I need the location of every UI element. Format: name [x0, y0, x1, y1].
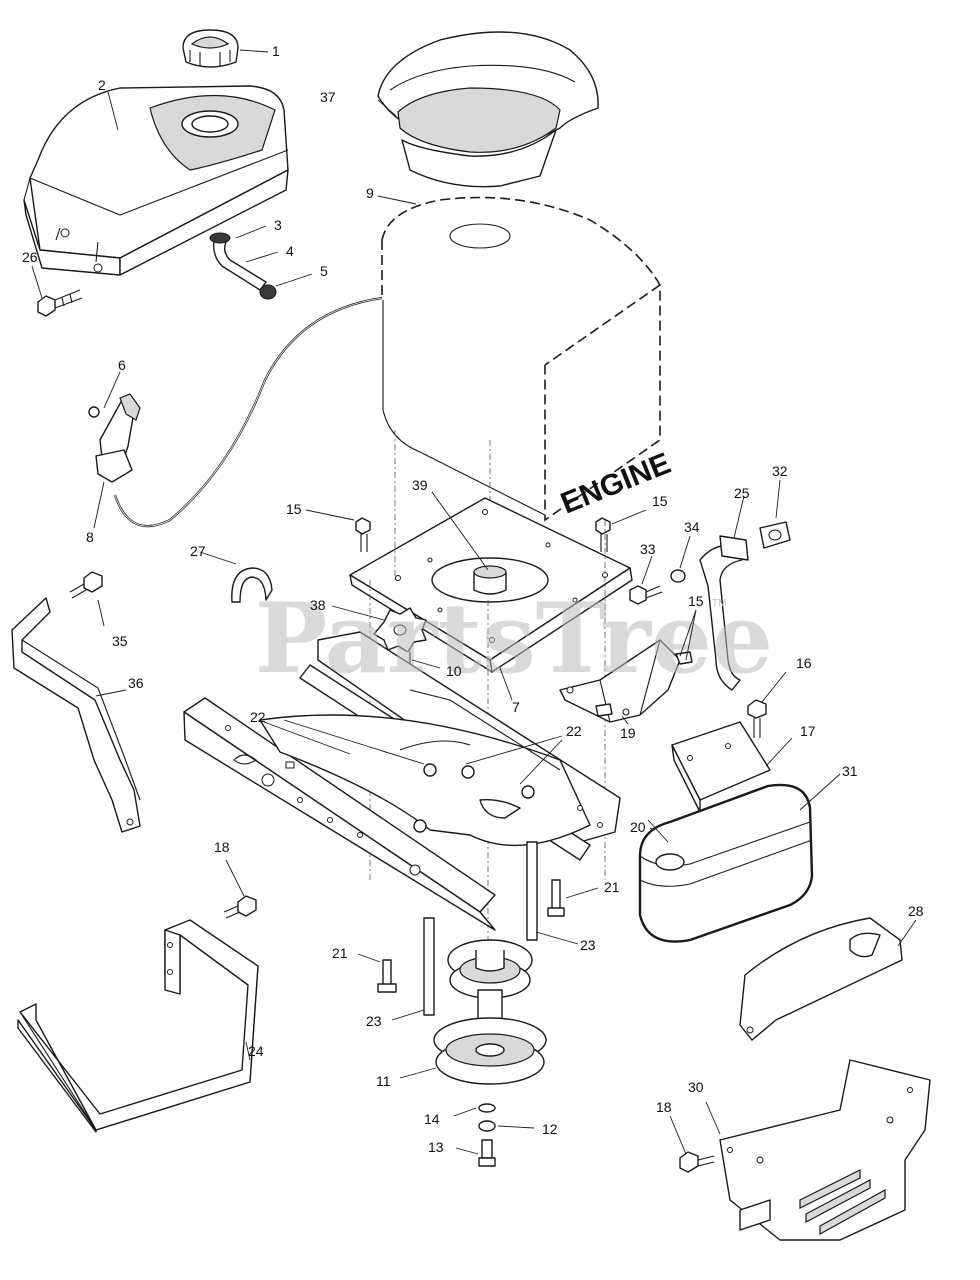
engine-phantom	[381, 196, 661, 522]
callout-28: 28	[908, 903, 924, 919]
hex-bolt-26[interactable]	[37, 289, 83, 317]
callout-35: 35	[112, 633, 128, 649]
leader-lines	[31, 49, 917, 1155]
bolt-21-right[interactable]	[547, 879, 565, 917]
callout-15-bracket: 15	[688, 593, 704, 609]
bolt-15-left[interactable]	[355, 517, 371, 552]
callout-3: 3	[274, 217, 282, 233]
callout-22-right: 22	[566, 723, 582, 739]
callout-25: 25	[734, 485, 750, 501]
callout-24: 24	[248, 1043, 264, 1059]
engine-label: ENGINE	[556, 447, 675, 521]
callout-38: 38	[310, 597, 326, 613]
rod-23-right[interactable]	[526, 841, 538, 941]
watermark: PartsTree	[255, 582, 773, 695]
callout-5: 5	[320, 263, 328, 279]
callout-22-left: 22	[250, 709, 266, 725]
fuel-line	[113, 296, 383, 528]
callout-31: 31	[842, 763, 858, 779]
left-bracket[interactable]	[11, 597, 141, 833]
bolt-18-right[interactable]	[679, 1151, 715, 1173]
drive-pulley[interactable]	[433, 939, 547, 1085]
rear-guard[interactable]	[739, 917, 903, 1041]
engine-shroud[interactable]	[377, 31, 599, 188]
callouts: 1 2 3 4 5 6 7 8 9 10 11 12 13 14 15 15 1…	[22, 43, 924, 1155]
callout-15-right: 15	[652, 493, 668, 509]
callout-16: 16	[796, 655, 812, 671]
callout-10: 10	[446, 663, 462, 679]
rod-23-left[interactable]	[423, 917, 435, 1016]
callout-30: 30	[688, 1079, 704, 1095]
callout-39: 39	[412, 477, 428, 493]
callout-6: 6	[118, 357, 126, 373]
callout-34: 34	[684, 519, 700, 535]
rear-hitch-bracket[interactable]	[719, 1059, 931, 1241]
callout-37: 37	[320, 89, 336, 105]
callout-12: 12	[542, 1121, 558, 1137]
callout-33: 33	[640, 541, 656, 557]
fuel-cap[interactable]	[182, 29, 239, 68]
callout-18-right: 18	[656, 1099, 672, 1115]
bolt-13[interactable]	[478, 1139, 496, 1167]
battery-tray[interactable]	[17, 919, 259, 1133]
callout-9: 9	[366, 185, 374, 201]
callout-21-right: 21	[604, 879, 620, 895]
bolt-21-left[interactable]	[377, 959, 397, 993]
callout-18-left: 18	[214, 839, 230, 855]
callout-27: 27	[190, 543, 206, 559]
exhaust-gasket[interactable]	[759, 521, 791, 549]
lock-nut-34[interactable]	[670, 569, 686, 583]
muffler[interactable]	[638, 783, 814, 943]
muffler-bracket[interactable]	[559, 639, 693, 723]
bolt-18-left[interactable]	[223, 895, 257, 919]
callout-23-left: 23	[366, 1013, 382, 1029]
washer-14[interactable]	[478, 1103, 496, 1113]
bolt-33[interactable]	[629, 585, 663, 605]
callout-20: 20	[630, 819, 646, 835]
callout-11: 11	[376, 1073, 391, 1089]
bolt-15-right[interactable]	[595, 517, 611, 552]
callout-17: 17	[800, 723, 816, 739]
callout-8: 8	[86, 529, 94, 545]
alignment-lines	[369, 430, 606, 960]
callout-19: 19	[620, 725, 636, 741]
callout-4: 4	[286, 243, 294, 259]
watermark-trademark: TM	[712, 598, 726, 609]
callout-32: 32	[772, 463, 788, 479]
callout-23-right: 23	[580, 937, 596, 953]
fuel-tank[interactable]	[23, 85, 289, 276]
frame-assembly[interactable]	[183, 631, 621, 931]
callout-7: 7	[512, 699, 520, 715]
fuel-hose-assembly[interactable]	[209, 232, 277, 300]
callout-14: 14	[424, 1111, 440, 1127]
callout-15-left: 15	[286, 501, 302, 517]
exhaust-pipe[interactable]	[699, 535, 749, 691]
throttle-control[interactable]	[88, 393, 141, 483]
nut-12[interactable]	[478, 1120, 496, 1132]
heat-shield[interactable]	[671, 721, 771, 813]
callout-21-left: 21	[332, 945, 348, 961]
hex-bolt-35[interactable]	[69, 571, 103, 599]
callout-2: 2	[98, 77, 106, 93]
bolt-16[interactable]	[747, 699, 767, 738]
callout-36: 36	[128, 675, 144, 691]
callout-13: 13	[428, 1139, 444, 1155]
wire-keeper[interactable]	[231, 567, 273, 603]
callout-1: 1	[272, 43, 280, 59]
callout-26: 26	[22, 249, 38, 265]
